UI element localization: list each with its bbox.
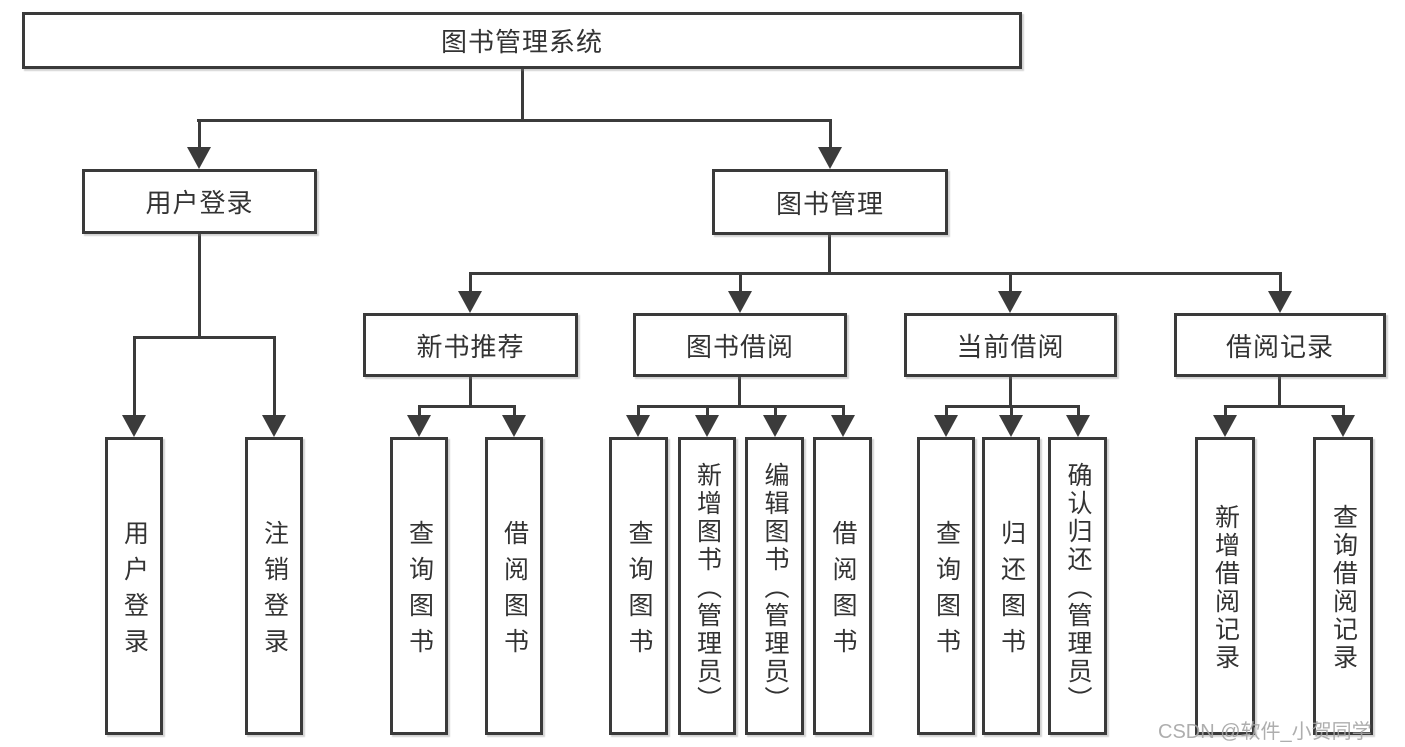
leaf-add-borrow-record: 新增借阅记录: [1195, 437, 1255, 735]
leaf-user-login-label: 用户登录: [120, 519, 149, 664]
connector-vline: [468, 377, 472, 408]
connector-arrow-stem: [468, 272, 472, 293]
leaf-query-books-borrowing-label: 查询图书: [625, 519, 653, 664]
leaf-logout-label: 注销登录: [260, 519, 289, 664]
connector-arrow-stem: [417, 405, 421, 417]
node-current-borrowing-label: 当前借阅: [956, 331, 1065, 362]
node-book-management-label: 图书管理: [775, 188, 884, 219]
connector-vline: [737, 377, 741, 408]
leaf-return-books-label: 归还图书: [997, 519, 1026, 664]
arrowhead-down-icon: [122, 415, 146, 437]
connector-arrow-stem: [1009, 405, 1013, 417]
connector-vline: [197, 234, 201, 339]
arrowhead-down-icon: [1331, 415, 1355, 437]
watermark: CSDN @软件_小贺同学: [1158, 721, 1372, 743]
connector-arrow-stem: [1223, 405, 1227, 417]
leaf-borrow-books-label: 借阅图书: [829, 519, 857, 664]
arrowhead-down-icon: [999, 415, 1023, 437]
connector-arrow-stem: [636, 405, 640, 417]
leaf-return-books: 归还图书: [982, 437, 1040, 735]
connector-arrow-stem: [1008, 272, 1012, 293]
connector-hline: [637, 405, 845, 408]
arrowhead-down-icon: [1213, 415, 1237, 437]
connector-arrow-stem: [197, 119, 201, 149]
arrowhead-down-icon: [831, 415, 855, 437]
connector-hline: [469, 272, 1281, 275]
node-book-management: 图书管理: [712, 169, 948, 235]
leaf-query-books-recommend-label: 查询图书: [405, 519, 434, 664]
connector-hline: [418, 405, 515, 408]
connector-arrow-stem: [773, 405, 777, 417]
connector-vline: [827, 235, 831, 275]
node-book-borrowing-label: 图书借阅: [685, 331, 794, 362]
node-book-borrowing: 图书借阅: [633, 313, 847, 377]
node-user-login: 用户登录: [82, 169, 317, 234]
leaf-query-books-borrowing: 查询图书: [609, 437, 668, 735]
connector-hline: [1224, 405, 1344, 408]
connector-arrow-stem: [1278, 272, 1282, 293]
node-new-book-recommendation: 新书推荐: [363, 313, 578, 377]
node-borrowing-records: 借阅记录: [1174, 313, 1386, 377]
leaf-add-books-admin: 新增图书（管理员）: [678, 437, 736, 735]
connector-arrow-stem: [944, 405, 948, 417]
leaf-borrow-books: 借阅图书: [813, 437, 872, 735]
node-borrowing-records-label: 借阅记录: [1225, 331, 1334, 362]
leaf-query-books-recommend: 查询图书: [390, 437, 448, 735]
leaf-borrow-books-recommend-label: 借阅图书: [500, 519, 529, 664]
connector-vline: [1277, 377, 1281, 408]
leaf-logout: 注销登录: [245, 437, 303, 735]
connector-arrow-stem: [705, 405, 709, 417]
leaf-query-books-current-label: 查询图书: [932, 519, 961, 664]
arrowhead-down-icon: [458, 291, 482, 313]
arrowhead-down-icon: [728, 291, 752, 313]
arrowhead-down-icon: [763, 415, 787, 437]
leaf-confirm-return-admin: 确认归还（管理员）: [1048, 437, 1107, 735]
leaf-add-books-admin-label: 新增图书（管理员）: [693, 461, 722, 714]
arrowhead-down-icon: [187, 147, 211, 169]
leaf-user-login: 用户登录: [105, 437, 163, 735]
arrowhead-down-icon: [407, 415, 431, 437]
connector-arrow-stem: [512, 405, 516, 417]
leaf-query-borrow-record-label: 查询借阅记录: [1329, 503, 1358, 672]
arrowhead-down-icon: [1268, 291, 1292, 313]
leaf-edit-books-admin: 编辑图书（管理员）: [745, 437, 804, 735]
node-new-book-recommendation-label: 新书推荐: [416, 331, 525, 362]
leaf-confirm-return-admin-label: 确认归还（管理员）: [1064, 461, 1092, 714]
connector-arrow-stem: [1341, 405, 1345, 417]
arrowhead-down-icon: [1066, 415, 1090, 437]
node-current-borrowing: 当前借阅: [904, 313, 1117, 377]
connector-hline: [197, 119, 831, 122]
arrowhead-down-icon: [502, 415, 526, 437]
arrowhead-down-icon: [695, 415, 719, 437]
connector-arrow-stem: [132, 336, 136, 417]
connector-arrow-stem: [841, 405, 845, 417]
leaf-add-borrow-record-label: 新增借阅记录: [1211, 503, 1240, 672]
leaf-borrow-books-recommend: 借阅图书: [485, 437, 543, 735]
leaf-edit-books-admin-label: 编辑图书（管理员）: [761, 461, 789, 714]
arrowhead-down-icon: [262, 415, 286, 437]
node-library-management-system: 图书管理系统: [22, 12, 1022, 69]
connector-arrow-stem: [272, 336, 276, 417]
connector-arrow-stem: [828, 119, 832, 149]
connector-arrow-stem: [1076, 405, 1080, 417]
leaf-query-books-current: 查询图书: [917, 437, 975, 735]
connector-hline: [133, 336, 275, 339]
arrowhead-down-icon: [998, 291, 1022, 313]
leaf-query-borrow-record: 查询借阅记录: [1313, 437, 1373, 735]
connector-arrow-stem: [738, 272, 742, 293]
connector-vline: [520, 69, 524, 122]
arrowhead-down-icon: [626, 415, 650, 437]
node-user-login-label: 用户登录: [145, 188, 254, 218]
arrowhead-down-icon: [934, 415, 958, 437]
node-library-management-system-label: 图书管理系统: [440, 27, 603, 57]
connector-vline: [1008, 377, 1012, 408]
arrowhead-down-icon: [818, 147, 842, 169]
